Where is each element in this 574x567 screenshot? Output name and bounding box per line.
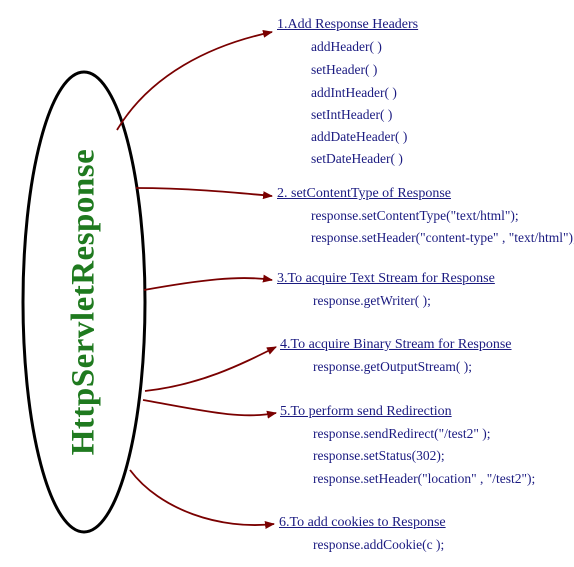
connector-arrow-4 bbox=[144, 346, 277, 392]
branch-1-title: 1.Add Response Headers bbox=[277, 17, 419, 32]
branch-1-item: addHeader( ) bbox=[311, 39, 382, 54]
branch-5-item: response.sendRedirect("/test2" ); bbox=[313, 426, 491, 441]
connector-arrow-5 bbox=[142, 399, 277, 419]
branch-5-title: 5.To perform send Redirection bbox=[280, 404, 452, 419]
connector-arrow-2 bbox=[135, 187, 273, 200]
branch-5-item: response.setStatus(302); bbox=[313, 448, 445, 463]
branch-4-item: response.getOutputStream( ); bbox=[313, 359, 472, 374]
connector-arrow-6 bbox=[129, 469, 275, 529]
connector-arrow-3 bbox=[143, 274, 273, 291]
branch-2-item: response.setHeader("content-type" , "tex… bbox=[311, 230, 574, 245]
branch-6-title: 6.To add cookies to Response bbox=[279, 515, 446, 530]
branch-3-title: 3.To acquire Text Stream for Response bbox=[277, 271, 495, 286]
branch-6-item: response.addCookie(c ); bbox=[313, 537, 445, 552]
branch-1-item: addDateHeader( ) bbox=[311, 129, 408, 144]
branch-2-title: 2. setContentType of Response bbox=[277, 186, 451, 201]
branch-4-title: 4.To acquire Binary Stream for Response bbox=[280, 337, 512, 352]
center-ellipse bbox=[21, 70, 147, 534]
connector-arrow-1 bbox=[116, 29, 273, 131]
branch-2-item: response.setContentType("text/html"); bbox=[311, 208, 519, 223]
branch-1-item: setHeader( ) bbox=[311, 62, 378, 77]
branch-1-item: setDateHeader( ) bbox=[311, 151, 403, 166]
branch-1-item: setIntHeader( ) bbox=[311, 107, 393, 122]
branch-3-item: response.getWriter( ); bbox=[313, 293, 431, 308]
branch-1-item: addIntHeader( ) bbox=[311, 85, 397, 100]
branch-5-item: response.setHeader("location" , "/test2"… bbox=[313, 471, 536, 486]
center-label: HttpServletResponse bbox=[65, 148, 102, 456]
